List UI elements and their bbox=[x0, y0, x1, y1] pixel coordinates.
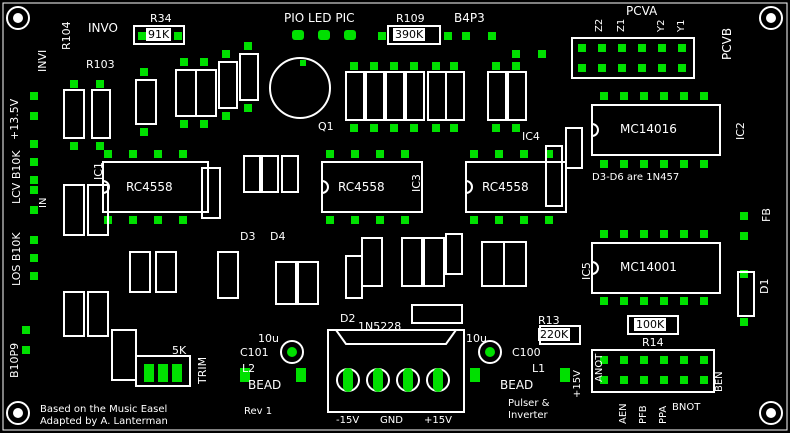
cap-c101 bbox=[280, 340, 304, 364]
label-pfb: PFB bbox=[638, 405, 649, 424]
label-c101: C101 bbox=[240, 346, 269, 359]
label-bnot: BNOT bbox=[672, 402, 701, 413]
ic3-body bbox=[321, 150, 423, 224]
label-r109-val: 390K bbox=[393, 28, 426, 41]
label-inv1: INVI bbox=[36, 49, 49, 72]
label-r14-val: 100K bbox=[634, 318, 667, 331]
label-ic5-ref: IC5 bbox=[580, 262, 593, 280]
label-ic4-part: RC4558 bbox=[482, 180, 529, 194]
label-ic3-part: RC4558 bbox=[338, 180, 385, 194]
label-c100-val: 10u bbox=[466, 332, 487, 345]
label-r13: R13 bbox=[538, 314, 560, 327]
mounting-hole-bl bbox=[6, 401, 30, 425]
header-top-right bbox=[571, 37, 695, 79]
ic4-body bbox=[465, 150, 567, 224]
label-r34: R34 bbox=[150, 12, 172, 25]
label-d2: D2 bbox=[340, 312, 356, 325]
label-l1: L1 bbox=[532, 362, 546, 375]
label-r14: R14 bbox=[642, 336, 664, 349]
ic2-body bbox=[591, 92, 721, 168]
pad-field bbox=[22, 30, 748, 384]
label-pcvb: PCVB bbox=[720, 27, 734, 60]
label-d-note: D3-D6 are 1N457 bbox=[592, 172, 680, 183]
label-ic1-part: RC4558 bbox=[126, 180, 173, 194]
label-z1: Z1 bbox=[616, 18, 627, 32]
footer-line1: Based on the Music Easel bbox=[40, 404, 168, 415]
mounting-hole-tl bbox=[6, 6, 30, 30]
label-pos15v-b: +15V bbox=[572, 370, 583, 398]
label-ppa: PPA bbox=[658, 405, 669, 424]
label-c100: C100 bbox=[512, 346, 541, 359]
label-y1: Y1 bbox=[676, 19, 687, 32]
label-losb10k: LOS B10K bbox=[10, 232, 23, 286]
mounting-hole-tr bbox=[759, 6, 783, 30]
label-pos15v: +15V bbox=[424, 415, 452, 426]
label-inverter: Inverter bbox=[508, 410, 548, 421]
mounting-hole-br bbox=[759, 401, 783, 425]
label-d3: D3 bbox=[240, 230, 256, 243]
label-ic3-ref: IC3 bbox=[410, 174, 423, 192]
label-r109: R109 bbox=[396, 12, 425, 25]
transistor-q1 bbox=[269, 57, 331, 119]
label-r34-val: 91K bbox=[146, 28, 172, 41]
label-r13-val: 220K bbox=[538, 328, 571, 341]
footer-rev: Rev 1 bbox=[244, 406, 273, 417]
power-terminal-block bbox=[327, 329, 465, 413]
label-pulser: Pulser & bbox=[508, 398, 550, 409]
label-ic4-ref: IC4 bbox=[522, 130, 540, 143]
label-r103: R103 bbox=[86, 58, 115, 71]
label-b4p3: B4P3 bbox=[454, 11, 485, 25]
label-1n5228: 1N5228 bbox=[358, 320, 402, 333]
label-ic5-part: MC14001 bbox=[620, 260, 677, 274]
label-l2: L2 bbox=[242, 362, 256, 375]
label-bead-1: BEAD bbox=[248, 378, 282, 392]
label-r104: R104 bbox=[60, 21, 73, 50]
label-neg15v: -15V bbox=[336, 415, 360, 426]
ic5-body bbox=[591, 230, 721, 305]
label-ic2-ref: IC2 bbox=[734, 122, 747, 140]
label-lcvb10k: LCV B10K bbox=[10, 150, 23, 204]
header-bottom-right bbox=[591, 349, 715, 393]
diode-array bbox=[243, 155, 755, 317]
label-trim: TRIM bbox=[196, 356, 209, 384]
footer-line2: Adapted by A. Lanterman bbox=[40, 416, 168, 427]
label-anot: ANOT bbox=[594, 353, 605, 382]
label-y2: Y2 bbox=[656, 19, 667, 32]
label-bead-2: BEAD bbox=[500, 378, 534, 392]
trim-pot bbox=[135, 355, 191, 387]
label-pos135v: +13.5V bbox=[8, 98, 21, 140]
label-fb: FB bbox=[760, 208, 773, 222]
ic1-body bbox=[102, 150, 209, 224]
label-invo: INVO bbox=[88, 21, 118, 35]
label-ic1-ref: IC1 bbox=[92, 162, 105, 180]
label-pio-led-pic: PIO LED PIC bbox=[284, 11, 355, 25]
label-ben: BEN bbox=[714, 371, 725, 392]
label-in: IN bbox=[38, 197, 49, 208]
label-ic2-part: MC14016 bbox=[620, 122, 677, 136]
label-aen: AEN bbox=[618, 403, 629, 424]
label-pcva: PCVA bbox=[626, 4, 658, 18]
label-z2: Z2 bbox=[594, 18, 605, 32]
label-trim-val: 5K bbox=[172, 344, 187, 357]
cap-c100 bbox=[478, 340, 502, 364]
label-d4: D4 bbox=[270, 230, 286, 243]
label-d1: D1 bbox=[758, 278, 771, 294]
label-q1: Q1 bbox=[318, 120, 334, 133]
label-gnd: GND bbox=[380, 415, 403, 426]
label-c101-val: 10u bbox=[258, 332, 279, 345]
label-b10p9: B10P9 bbox=[8, 342, 21, 378]
